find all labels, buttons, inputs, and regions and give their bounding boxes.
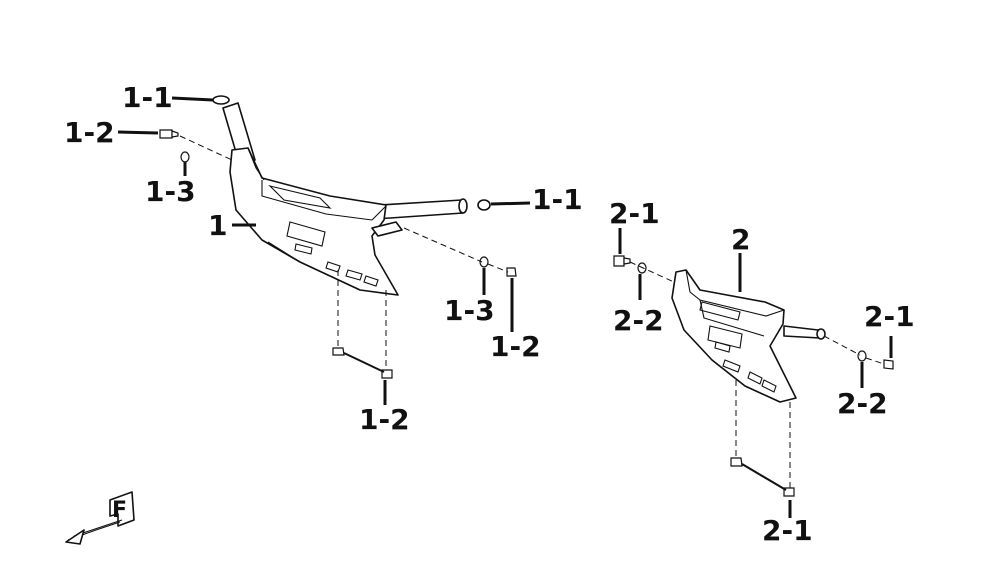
assembly-1-leaders <box>117 96 531 405</box>
callout-1-3-bottom: 1-3 <box>444 294 495 327</box>
callout-2-2-left: 2-2 <box>613 304 664 337</box>
assembly-1-center-lines <box>179 135 509 373</box>
callout-2-1-right: 2-1 <box>864 300 915 333</box>
assembly-1-hardware <box>159 129 517 379</box>
front-direction-arrow-icon <box>65 491 135 545</box>
callout-1-2-right: 1-2 <box>490 330 541 363</box>
tube-cap-top <box>212 95 230 105</box>
assembly-2-center-lines <box>629 261 885 491</box>
skid-plate-2 <box>671 269 797 403</box>
callout-2-1-top: 2-1 <box>609 197 660 230</box>
callout-1-1-top: 1-1 <box>122 81 173 114</box>
callout-2-main: 2 <box>731 223 751 256</box>
assembly-2-leaders <box>618 228 893 518</box>
callout-1-2-left: 1-2 <box>64 116 115 149</box>
callout-2-2-right: 2-2 <box>837 387 888 420</box>
assembly-2-hardware <box>613 255 894 497</box>
callout-2-1-bottom: 2-1 <box>762 514 813 547</box>
rear-skid-assembly <box>671 269 826 403</box>
skid-plate-1 <box>229 147 399 296</box>
callout-1-2-bottom: 1-2 <box>359 403 410 436</box>
front-indicator-label: F <box>112 498 128 523</box>
tube-cap-right <box>477 199 491 211</box>
callout-1-main: 1 <box>208 209 228 242</box>
front-bumper-assembly <box>212 95 491 296</box>
callout-1-3-left: 1-3 <box>145 175 196 208</box>
callout-1-1-right: 1-1 <box>532 183 583 216</box>
